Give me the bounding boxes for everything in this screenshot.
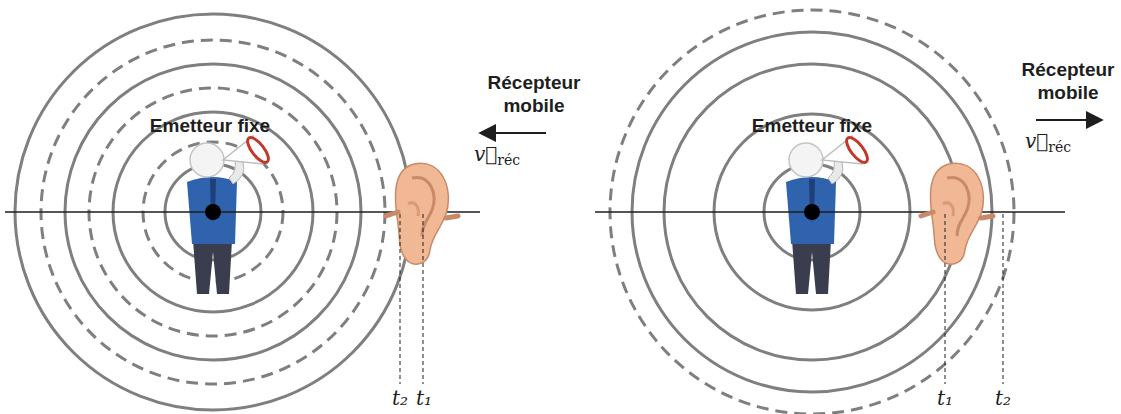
velocity-label: v⃗réc: [474, 143, 520, 165]
velocity-label: v⃗réc: [1025, 130, 1071, 152]
time-marker: [1003, 214, 1004, 384]
velocity-arrow: [1036, 119, 1102, 121]
receiver-label: Récepteur mobile: [1022, 59, 1115, 105]
time-marker: [423, 214, 424, 384]
axis-line: [595, 211, 1065, 213]
receiver-ear: [386, 163, 458, 264]
emitter-label: Emetteur fixe: [752, 115, 872, 138]
time-label: t₁: [416, 387, 432, 409]
receiver-label: Récepteur mobile: [488, 72, 581, 118]
time-label: t₂: [392, 387, 408, 409]
receiver-ear: [921, 163, 993, 264]
emitter-figure: [786, 134, 871, 294]
velocity-arrow: [480, 132, 546, 134]
emitter-figure: [187, 134, 272, 294]
emitter-label: Emetteur fixe: [150, 115, 270, 138]
emitter-dot: [205, 204, 221, 220]
time-label: t₂: [995, 387, 1011, 409]
time-marker: [400, 214, 401, 384]
time-label: t₁: [937, 387, 953, 409]
time-marker: [945, 214, 946, 384]
emitter-dot: [804, 204, 820, 220]
